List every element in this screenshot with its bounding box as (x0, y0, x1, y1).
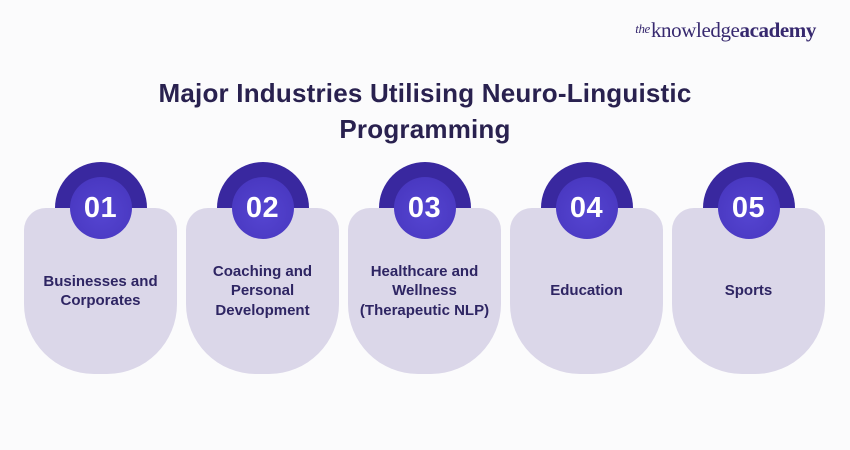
badge-number-circle: 04 (555, 177, 618, 239)
knowledge-academy-logo: theknowledgeacademy (635, 18, 816, 43)
logo-word-knowledge: knowledge (650, 18, 740, 42)
page-title: Major Industries Utilising Neuro-Linguis… (0, 76, 850, 147)
industry-card-3: 03 Healthcare and Wellness (Therapeutic … (348, 162, 501, 374)
card-label: Sports (724, 282, 773, 300)
badge-number-circle: 02 (231, 177, 294, 239)
industry-card-2: 02 Coaching and Personal Development (186, 162, 339, 374)
logo-word-academy: academy (739, 18, 816, 42)
industry-card-4: 04 Education (510, 162, 663, 374)
badge-number: 02 (245, 191, 280, 224)
card-label: Businesses and Corporates (43, 272, 158, 310)
card-label: Education (550, 282, 623, 300)
badge-number-circle: 05 (717, 177, 780, 239)
card-label: Coaching and Personal Development (212, 262, 313, 319)
logo-word-the: the (635, 21, 650, 36)
industry-cards-row: 01 Businesses and Corporates 02 Coaching… (24, 162, 825, 374)
industry-card-1: 01 Businesses and Corporates (24, 162, 177, 374)
badge-number: 05 (731, 191, 766, 224)
badge-number: 03 (407, 191, 442, 224)
badge-number-circle: 01 (69, 177, 132, 239)
badge-number: 01 (83, 191, 118, 224)
badge-number: 04 (569, 191, 604, 224)
page-title-line-2: Programming (339, 113, 511, 144)
card-label: Healthcare and Wellness (Therapeutic NLP… (359, 262, 490, 319)
page-title-line-1: Major Industries Utilising Neuro-Linguis… (158, 78, 692, 108)
badge-number-circle: 03 (393, 177, 456, 239)
industry-card-5: 05 Sports (672, 162, 825, 374)
